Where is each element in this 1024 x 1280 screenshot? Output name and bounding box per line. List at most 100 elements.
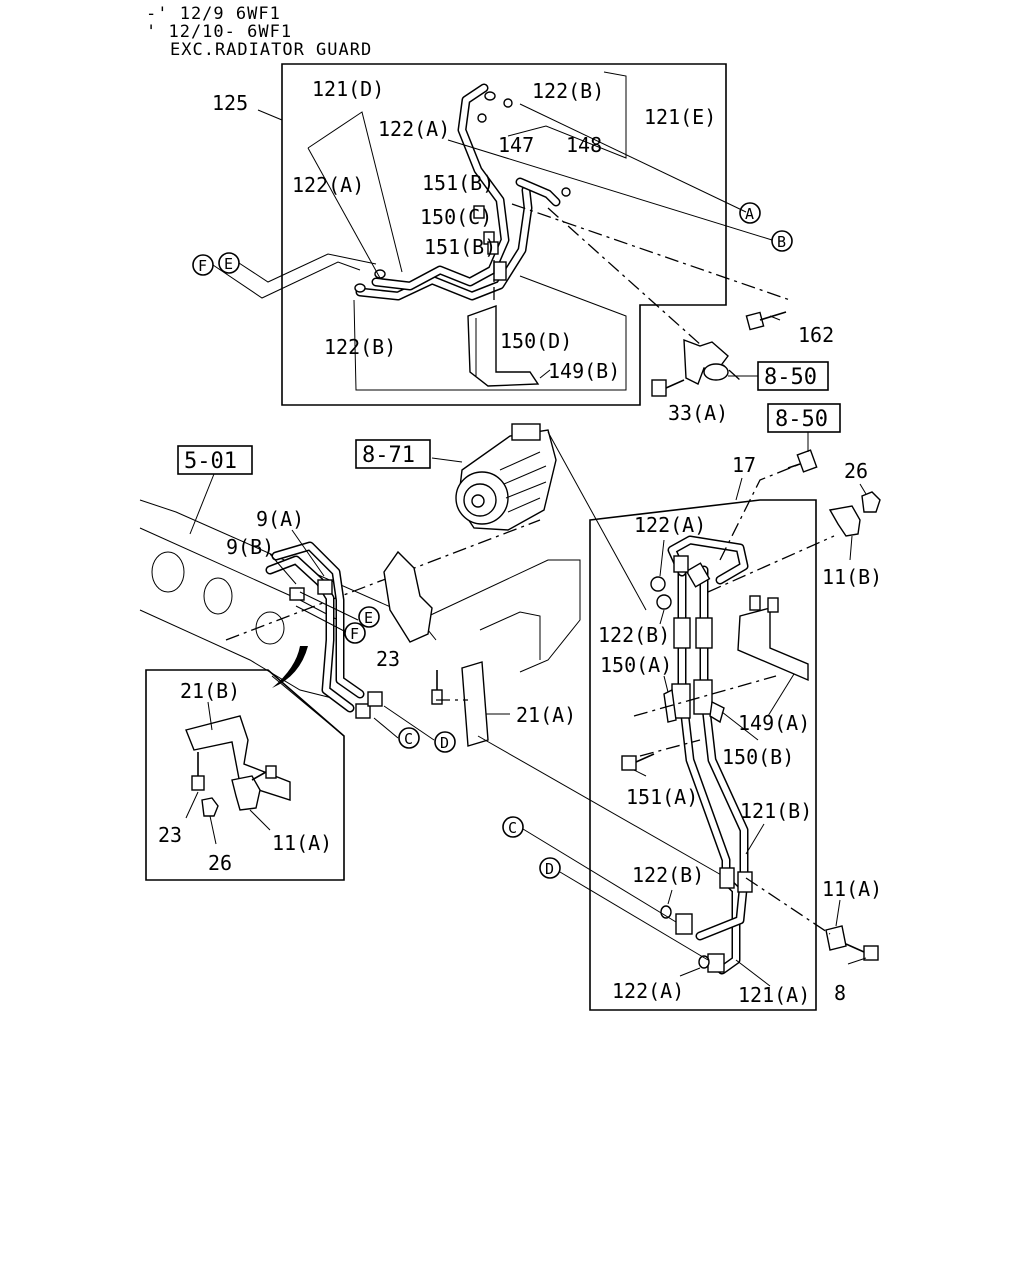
header-line-2: ' 12/10- 6WF1 xyxy=(146,22,292,42)
svg-text:C: C xyxy=(508,819,517,837)
clamp-150b xyxy=(709,700,725,724)
svg-text:8-71: 8-71 xyxy=(362,443,415,468)
ref-box-8-50-b: 8-50 xyxy=(767,403,841,433)
label-122a-r2: 122(A) xyxy=(612,979,684,1003)
leader-122a-r1 xyxy=(659,539,665,577)
leader-11a-inset xyxy=(249,809,271,831)
nut-26-top xyxy=(861,491,881,513)
oring-122b-top xyxy=(484,91,496,101)
svg-text:B: B xyxy=(777,233,786,251)
part-labels: 125 121(D) 122(B) 121(E) 122(A) 147 148 … xyxy=(158,77,882,1007)
label-23-inset: 23 xyxy=(158,823,182,847)
fitting-9b xyxy=(289,587,305,601)
fitting-top-1 xyxy=(685,562,711,588)
leader-8-71 xyxy=(431,457,463,463)
header: -' 12/9 6WF1 ' 12/10- 6WF1 EXC.RADIATOR … xyxy=(146,4,371,60)
leader-9a xyxy=(291,529,325,577)
bolt-33a xyxy=(651,379,685,397)
label-150d: 150(D) xyxy=(500,329,572,353)
circle-ref-d-mid: D xyxy=(434,731,456,753)
svg-text:E: E xyxy=(364,609,373,627)
ref-box-8-71: 8-71 xyxy=(355,439,431,469)
label-150b: 150(B) xyxy=(722,745,794,769)
label-150c: 150(C) xyxy=(420,205,492,229)
arrow-to-inset xyxy=(272,646,308,688)
leader-125 xyxy=(257,109,283,121)
compressor xyxy=(455,423,557,531)
label-26-inset: 26 xyxy=(208,851,232,875)
label-122a-top: 122(A) xyxy=(378,117,450,141)
leader-9b xyxy=(269,553,297,585)
leader-f-mid xyxy=(295,605,347,633)
leader-d-low xyxy=(559,871,709,961)
label-33a: 33(A) xyxy=(668,401,728,425)
label-162: 162 xyxy=(798,323,834,347)
leader-26-top xyxy=(859,483,867,495)
label-151b-1: 151(B) xyxy=(422,171,494,195)
svg-text:8-50: 8-50 xyxy=(764,365,817,390)
circle-ref-e-mid: E xyxy=(358,606,380,628)
svg-text:F: F xyxy=(350,625,359,643)
frame-bracket xyxy=(383,550,433,643)
fitting-121a xyxy=(719,867,735,889)
right-detail xyxy=(589,463,879,1011)
fitting-9a xyxy=(317,579,333,595)
header-line-1: -' 12/9 6WF1 xyxy=(146,4,281,24)
label-151b-2: 151(B) xyxy=(424,235,496,259)
bolt-8-50-lower xyxy=(787,449,818,473)
leader-c-low xyxy=(522,828,677,923)
leader-121a xyxy=(735,959,771,987)
leader-21b xyxy=(207,701,213,731)
bracket-21a xyxy=(461,661,489,747)
fitting-top-2 xyxy=(673,555,689,573)
label-147: 147 xyxy=(498,133,534,157)
leader-122b-r1 xyxy=(659,609,665,625)
centerline-11a xyxy=(745,877,831,935)
centerline-162 xyxy=(511,203,791,301)
label-11a-right: 11(A) xyxy=(822,877,882,901)
centerline-151a xyxy=(639,739,701,757)
label-122b-top: 122(B) xyxy=(532,79,604,103)
bolt-8 xyxy=(845,943,879,961)
centerline-33a xyxy=(547,207,741,381)
label-11a-inset: 11(A) xyxy=(272,831,332,855)
frame-member xyxy=(419,559,581,673)
leader-e-mid xyxy=(299,591,359,621)
svg-text:E: E xyxy=(224,255,233,273)
leader-23-inset xyxy=(185,791,199,819)
label-150a: 150(A) xyxy=(600,653,672,677)
pipe-top-loop-inner xyxy=(669,537,747,583)
stud-149a-1 xyxy=(749,595,761,611)
frame-hole-2 xyxy=(203,577,233,615)
oring-122b-left xyxy=(354,283,366,293)
leader-149a xyxy=(767,673,795,717)
leader-121d xyxy=(307,111,403,273)
circle-ref-e-top: E xyxy=(218,252,240,274)
nut-26-inset xyxy=(201,797,219,817)
leader-149b xyxy=(539,369,551,379)
leader-c-mid xyxy=(373,717,399,739)
bolt-151a xyxy=(621,753,655,771)
label-149b: 149(B) xyxy=(548,359,620,383)
centerline-149a xyxy=(633,675,777,717)
inset-frame xyxy=(145,669,345,881)
leader-121b xyxy=(745,823,765,855)
leader-17 xyxy=(735,477,743,501)
oring-122a-r1 xyxy=(650,576,666,592)
oring-122b-r2 xyxy=(660,905,672,919)
leader-21a-to-lines xyxy=(477,735,731,881)
right-detail-frame xyxy=(589,499,817,1011)
circle-ref-f-mid: F xyxy=(344,622,366,644)
upper-detail xyxy=(257,63,791,406)
pipe-147-inner xyxy=(517,179,559,205)
label-21b: 21(B) xyxy=(180,679,240,703)
clamp-150d xyxy=(493,261,507,281)
label-8: 8 xyxy=(834,981,846,1005)
label-17: 17 xyxy=(732,453,756,477)
ref-box-8-50-a: 8-50 xyxy=(757,361,829,391)
frame-hole-1 xyxy=(151,551,185,593)
svg-text:A: A xyxy=(745,205,754,223)
label-9a: 9(A) xyxy=(256,507,304,531)
bracket-21b xyxy=(185,715,291,801)
